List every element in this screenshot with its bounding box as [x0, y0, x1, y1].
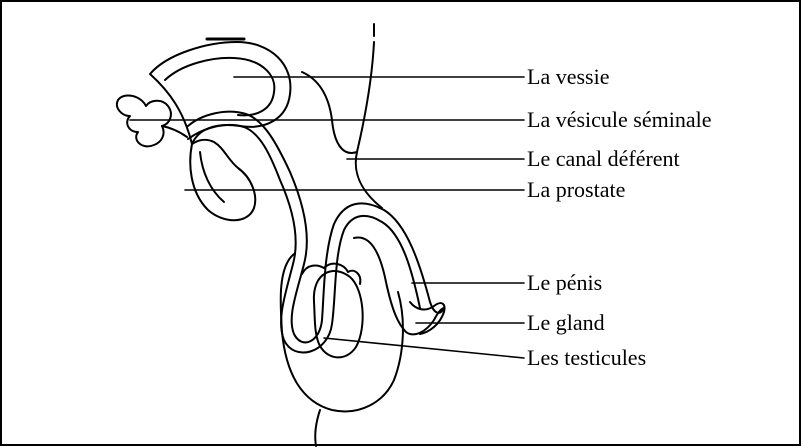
seminal-vesicle-duct — [162, 126, 187, 137]
label-glans: Le gland — [527, 310, 605, 336]
vas-deferens-loop — [302, 72, 357, 153]
label-testicles: Les testicules — [527, 345, 646, 371]
label-prostate: La prostate — [527, 177, 625, 203]
leader-testicles — [324, 338, 524, 358]
label-penis: Le pénis — [527, 270, 602, 296]
epididymis-outline — [302, 264, 360, 284]
label-bladder: La vessie — [527, 64, 609, 90]
penis-lower-contour — [354, 237, 444, 334]
prostate-inner — [200, 152, 224, 202]
lower-body-contour — [315, 410, 320, 446]
label-vas-deferens: Le canal déférent — [527, 146, 680, 172]
seminal-vesicle-outline — [117, 95, 171, 146]
vas-deferens-line — [356, 24, 382, 208]
leader-lines — [130, 77, 524, 358]
urethra-outer — [188, 112, 444, 343]
bladder-inner-outline — [165, 58, 274, 115]
label-seminal-vesicle: La vésicule séminale — [527, 107, 711, 133]
